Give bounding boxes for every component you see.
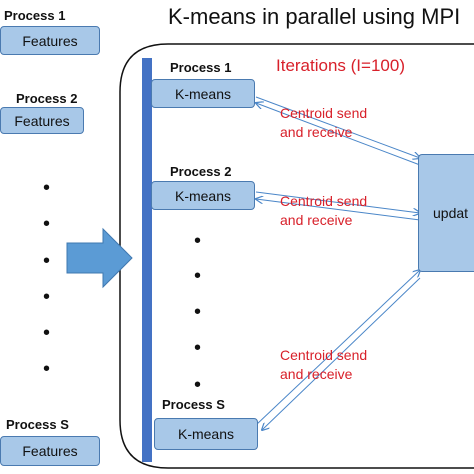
left-process-s-label: Process S: [6, 417, 69, 432]
left-features-box-s: Features: [0, 436, 100, 466]
left-process-2-label: Process 2: [16, 91, 78, 106]
ellipsis-dot: •: [43, 250, 51, 272]
distribution-bar: [142, 58, 152, 462]
centroid-line-2: and receive: [280, 366, 353, 382]
ellipsis-dot: •: [43, 286, 51, 308]
kmeans-label: K-means: [174, 85, 232, 102]
update-label: updat: [433, 205, 469, 221]
features-label: Features: [22, 443, 78, 459]
centroid-label-2: Centroid send and receive: [280, 192, 367, 230]
kmeans-label: K-means: [174, 187, 232, 204]
centroid-line-2: and receive: [280, 124, 353, 140]
iterations-label: Iterations (I=100): [276, 56, 405, 75]
features-label: Features: [22, 32, 78, 49]
kmeans-box-s: K-means: [154, 418, 258, 450]
ellipsis-dot: •: [194, 265, 202, 287]
centroid-line-1: Centroid send: [280, 347, 368, 363]
connector-arrow: [256, 199, 421, 221]
ellipsis-dot: •: [43, 358, 51, 380]
centroid-line-1: Centroid send: [280, 193, 368, 209]
kmeans-box-2: K-means: [151, 181, 255, 210]
left-features-box-1: Features: [0, 26, 100, 55]
ellipsis-dot: •: [43, 213, 51, 235]
inner-process-2-label: Process 2: [170, 164, 232, 179]
ellipsis-dot: •: [194, 337, 202, 359]
ellipsis-dot: •: [43, 322, 51, 344]
centroid-label-s: Centroid send and receive: [280, 346, 367, 384]
connector-arrow: [255, 96, 420, 158]
connector-arrow: [255, 191, 420, 213]
diagram-title: K-means in parallel using MPI: [168, 4, 461, 29]
kmeans-label: K-means: [177, 426, 235, 442]
connector-arrow: [255, 270, 420, 426]
ellipsis-dot: •: [194, 230, 202, 252]
ellipsis-dot: •: [43, 177, 51, 199]
connector-arrow: [256, 103, 421, 166]
centroid-line-1: Centroid send: [280, 105, 368, 121]
centroid-label-1: Centroid send and receive: [280, 104, 367, 142]
inner-process-1-label: Process 1: [170, 60, 232, 75]
left-features-box-2: Features: [0, 107, 84, 134]
ellipsis-dot: •: [194, 374, 202, 396]
features-label: Features: [14, 112, 70, 129]
inner-process-s-label: Process S: [162, 397, 225, 412]
update-box: updat: [418, 154, 474, 272]
ellipsis-dot: •: [194, 301, 202, 323]
kmeans-box-1: K-means: [151, 79, 255, 108]
left-process-1-label: Process 1: [4, 8, 66, 23]
connector-arrow: [262, 277, 421, 430]
centroid-line-2: and receive: [280, 212, 353, 228]
input-arrow: [66, 227, 133, 289]
